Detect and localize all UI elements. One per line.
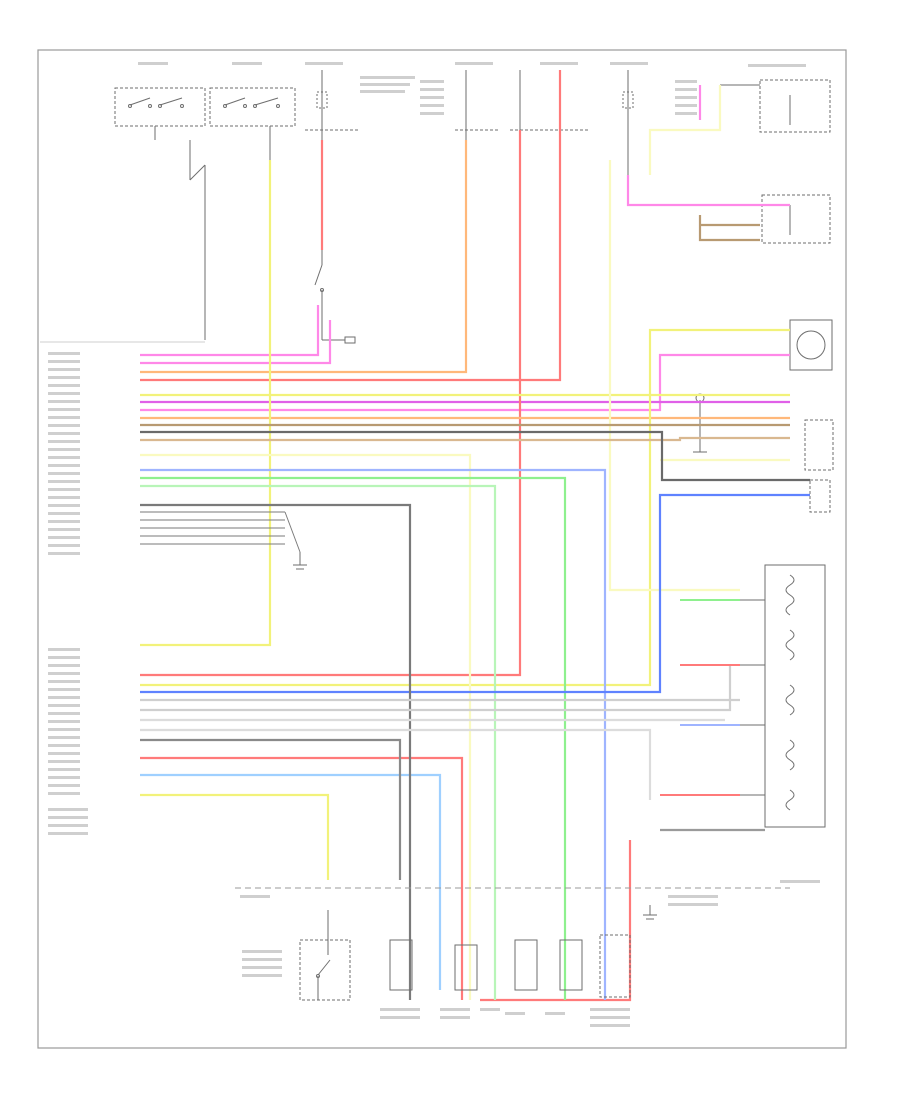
wire-red-2 (140, 70, 562, 382)
wire-red-3 (140, 130, 522, 677)
wire-yellow-3 (140, 328, 790, 687)
ignition-switch-left (114, 87, 206, 140)
pcm-connector-lower (48, 648, 88, 835)
wire-yellow-top (648, 85, 722, 175)
bottom-solenoid-3 (514, 939, 583, 991)
wire-yellow-5 (140, 453, 472, 1000)
right-component-3 (695, 393, 834, 471)
wire-blue-2 (140, 493, 810, 694)
wire-harness (140, 70, 810, 1002)
fuse-column-3 (510, 70, 590, 140)
wire-green-1 (140, 476, 567, 1000)
solenoid-stack (740, 564, 826, 828)
wire-pink-3 (140, 353, 790, 412)
wire-orange-1 (140, 140, 468, 374)
bottom-labels (240, 880, 820, 1027)
right-sensor-round (789, 319, 833, 371)
wire-pink-1 (140, 305, 320, 357)
right-component-1 (720, 79, 831, 133)
right-component-2 (761, 194, 831, 244)
fuse-column-1 (305, 70, 360, 200)
wire-pink-top (626, 175, 790, 207)
solenoid-wires (660, 599, 740, 796)
wire-gray-4 (140, 728, 652, 800)
right-connector-block (809, 479, 831, 513)
wire-brown-2 (140, 436, 790, 442)
ignition-switch-right (209, 87, 296, 160)
wire-red-4 (140, 756, 464, 1000)
speed-sensor-bottom (599, 934, 631, 998)
wire-dark-1 (140, 430, 810, 482)
fuse-column-4 (622, 70, 634, 175)
pcm-connector-upper (40, 341, 205, 555)
top-labels (138, 62, 806, 115)
fuse-column-2 (455, 70, 500, 140)
wire-dark-3 (140, 738, 402, 880)
wire-dark-2 (140, 503, 412, 1000)
ground-icon-mid (693, 440, 707, 453)
wire-green-2 (140, 484, 497, 1000)
ground-fanout (140, 511, 301, 553)
bottom-solenoid-1 (389, 939, 413, 991)
splice-block (189, 140, 206, 340)
diagram-frame (37, 49, 847, 1049)
wire-yellow-4 (140, 793, 330, 880)
wire-gray-2 (140, 665, 732, 712)
bottom-solenoid-2 (454, 944, 478, 991)
wire-yellow-1 (140, 160, 272, 647)
ground-icon (293, 552, 307, 570)
wire-light-blue (140, 773, 442, 990)
wire-red-5 (480, 840, 632, 1002)
pressure-switch-component (299, 910, 351, 1001)
wire-pink-2 (140, 320, 332, 365)
wire-yellow-6 (608, 160, 740, 592)
wire-brown-3 (698, 215, 760, 242)
wire-blue-1 (140, 468, 607, 1000)
ground-icon-bottom (643, 905, 657, 920)
